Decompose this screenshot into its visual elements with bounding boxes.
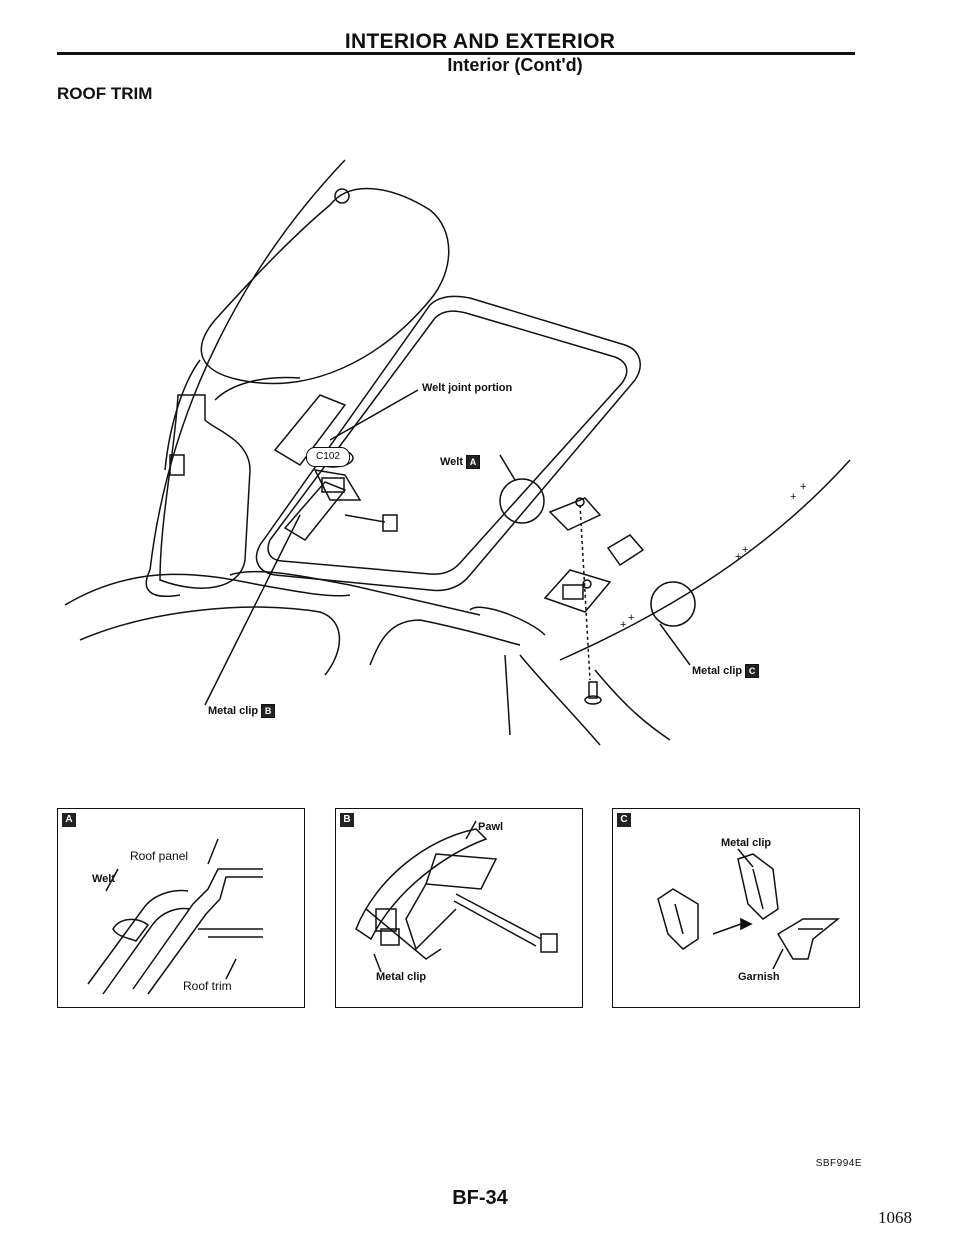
welt-detail-tag: A xyxy=(466,455,481,469)
page-header-title: INTERIOR AND EXTERIOR xyxy=(344,30,616,53)
page-number: 1068 xyxy=(878,1208,912,1227)
metal-clip-c-label: Metal clip xyxy=(721,837,772,849)
section-title: ROOF TRIM xyxy=(57,84,153,103)
page-header-subtitle: Interior (Cont'd) xyxy=(447,55,583,75)
metal-clip-b-label: Metal clip xyxy=(208,704,259,717)
svg-text:+: + xyxy=(620,619,626,631)
svg-text:+: + xyxy=(742,544,748,556)
svg-text:+: + xyxy=(628,612,634,624)
welt-callout-label: Welt xyxy=(440,455,464,468)
header-rule xyxy=(57,52,855,55)
detail-b-panel: B Pawl Metal clip xyxy=(335,808,583,1008)
metal-clip-c-tag: C xyxy=(745,664,760,678)
roof-panel-label: Roof panel xyxy=(130,849,189,863)
welt-label: Welt xyxy=(92,873,116,885)
svg-text:+: + xyxy=(800,481,806,493)
welt-joint-callout: Welt joint portion xyxy=(422,382,513,394)
page-code: BF-34 xyxy=(452,1187,508,1209)
detail-c-tag: C xyxy=(617,813,631,827)
detail-a-drawing xyxy=(87,838,263,995)
roof-trim-label: Roof trim xyxy=(183,979,232,993)
detail-c-panel: C Metal clip Garnish xyxy=(612,808,860,1008)
svg-text:+: + xyxy=(735,551,741,563)
detail-b-drawing xyxy=(355,820,558,973)
metal-clip-c-label: Metal clip xyxy=(692,664,743,677)
svg-text:+: + xyxy=(790,491,796,503)
metal-clip-b-tag: B xyxy=(261,704,276,718)
garnish-label: Garnish xyxy=(738,971,780,983)
figure-code: SBF994E xyxy=(815,1158,862,1169)
metal-clip-label: Metal clip xyxy=(376,971,427,983)
detail-a-panel: A Roof panel Welt Roof trim xyxy=(57,808,305,1008)
connector-badge: C102 xyxy=(306,447,350,467)
pawl-label: Pawl xyxy=(478,821,504,833)
detail-b-tag: B xyxy=(340,813,354,827)
detail-a-tag: A xyxy=(62,813,76,827)
detail-c-drawing xyxy=(657,848,841,970)
